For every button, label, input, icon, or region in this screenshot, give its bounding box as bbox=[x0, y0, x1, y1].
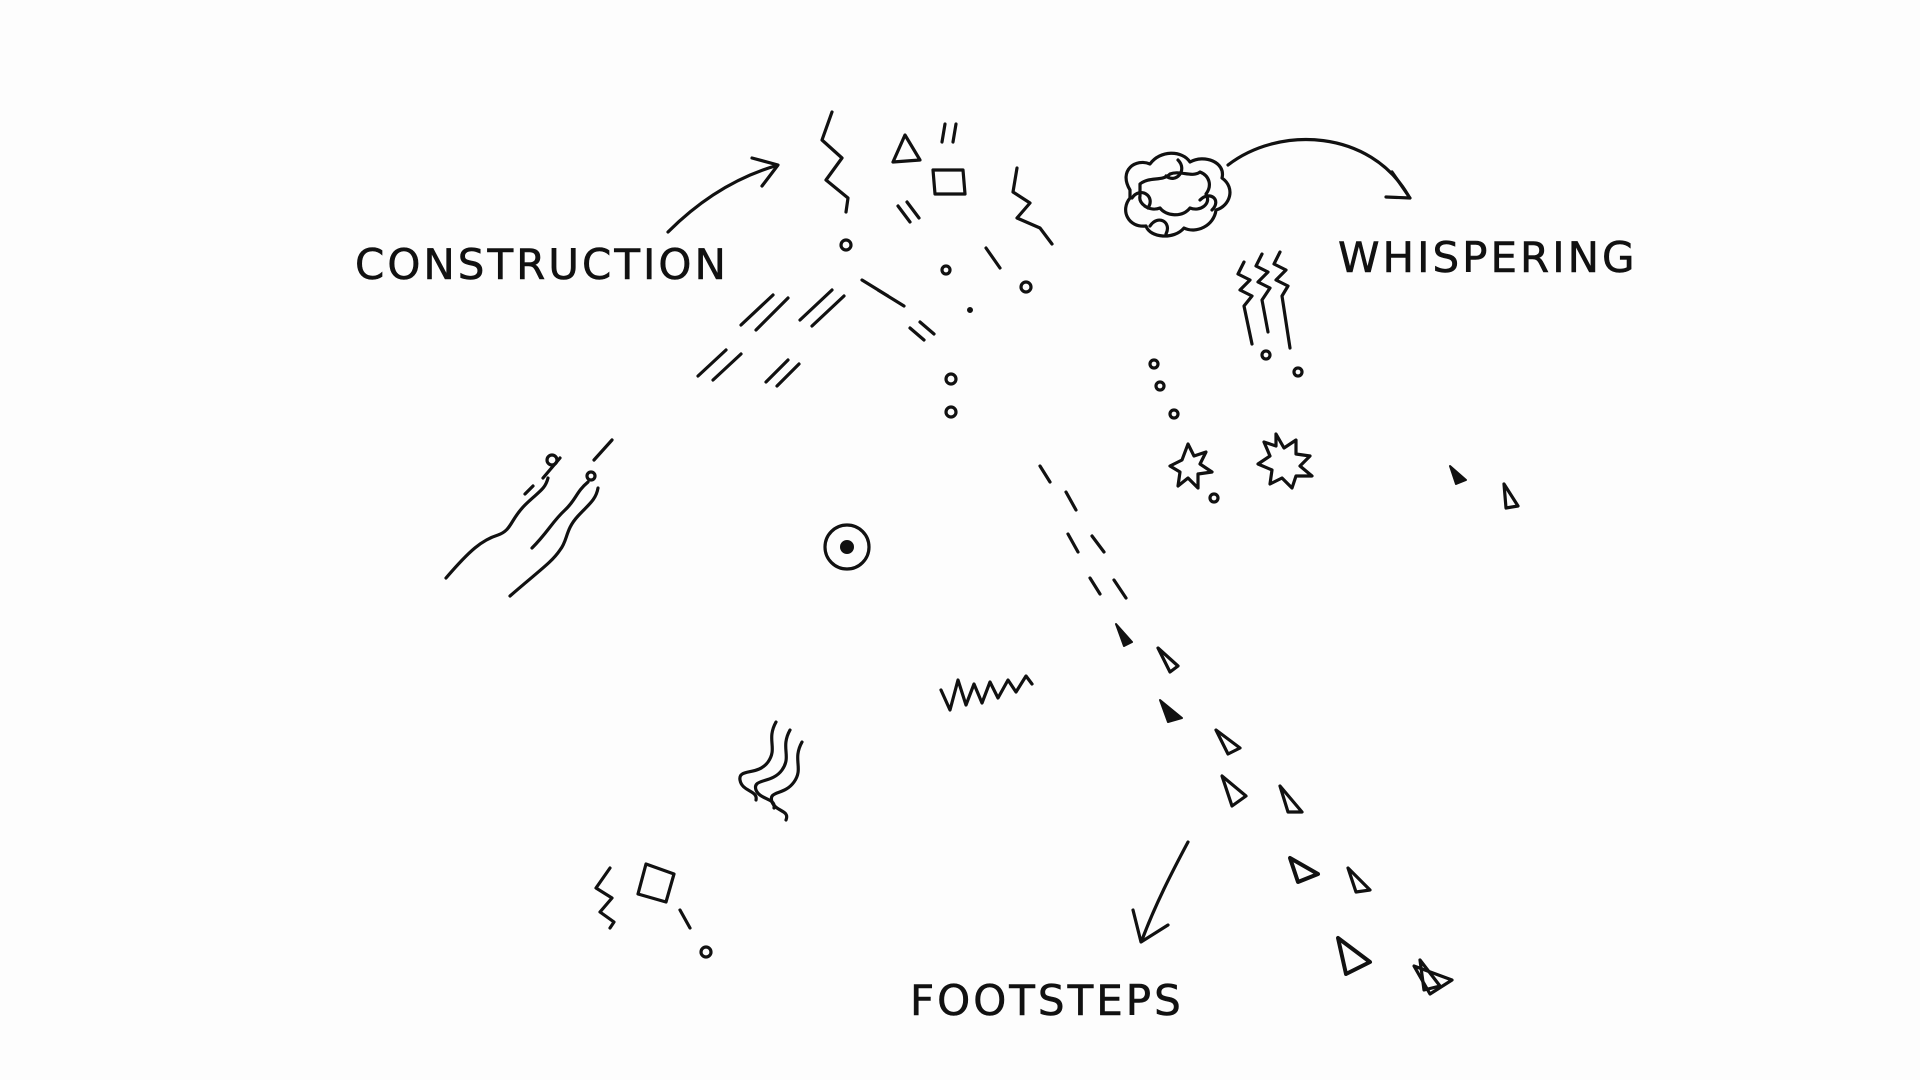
dot-mark bbox=[1019, 280, 1033, 294]
triangle-mark bbox=[891, 133, 922, 164]
left-wavy-lines bbox=[444, 438, 614, 598]
square-mark bbox=[636, 862, 676, 904]
bottom-left-cluster bbox=[594, 862, 713, 959]
dot-mark bbox=[940, 264, 952, 276]
lower-left-wavy-lines bbox=[738, 720, 804, 822]
construction-label: CONSTRUCTION bbox=[355, 240, 729, 290]
star-mark bbox=[1256, 432, 1314, 490]
whispering-cluster bbox=[1124, 151, 1314, 504]
scribble-cloud bbox=[1124, 151, 1232, 238]
star-mark bbox=[1168, 442, 1214, 490]
squiggle-mark bbox=[939, 674, 1034, 712]
zigzag-mark bbox=[594, 866, 616, 930]
footsteps-label: FOOTSTEPS bbox=[910, 976, 1184, 1026]
double-tick-mark bbox=[860, 278, 906, 308]
dot-mark bbox=[699, 945, 713, 959]
whispering-label: WHISPERING bbox=[1338, 233, 1638, 283]
square-mark bbox=[931, 168, 967, 196]
zigzag-mark bbox=[1236, 260, 1254, 346]
whispering-arrow bbox=[1226, 137, 1412, 200]
tick-mark bbox=[678, 908, 692, 930]
dot-mark bbox=[839, 238, 853, 252]
dot-mark bbox=[967, 307, 973, 313]
double-tick-mark bbox=[940, 122, 958, 144]
zigzag-mark bbox=[1011, 166, 1054, 246]
double-tick-mark bbox=[908, 320, 936, 342]
footsteps-arrow bbox=[1131, 840, 1190, 944]
construction-slashes bbox=[696, 288, 846, 388]
construction-arrow bbox=[666, 156, 780, 234]
footprints bbox=[1115, 465, 1520, 996]
tick-mark bbox=[984, 246, 1002, 270]
target-icon bbox=[823, 523, 871, 571]
zigzag-mark bbox=[1272, 250, 1292, 350]
double-tick-mark bbox=[896, 200, 921, 224]
zigzag-mark bbox=[820, 110, 850, 214]
footsteps-trail bbox=[1038, 464, 1128, 600]
dot-mark bbox=[944, 405, 958, 419]
zigzag-mark bbox=[1254, 252, 1272, 334]
construction-cluster bbox=[820, 110, 1054, 419]
dot-mark bbox=[944, 372, 958, 386]
